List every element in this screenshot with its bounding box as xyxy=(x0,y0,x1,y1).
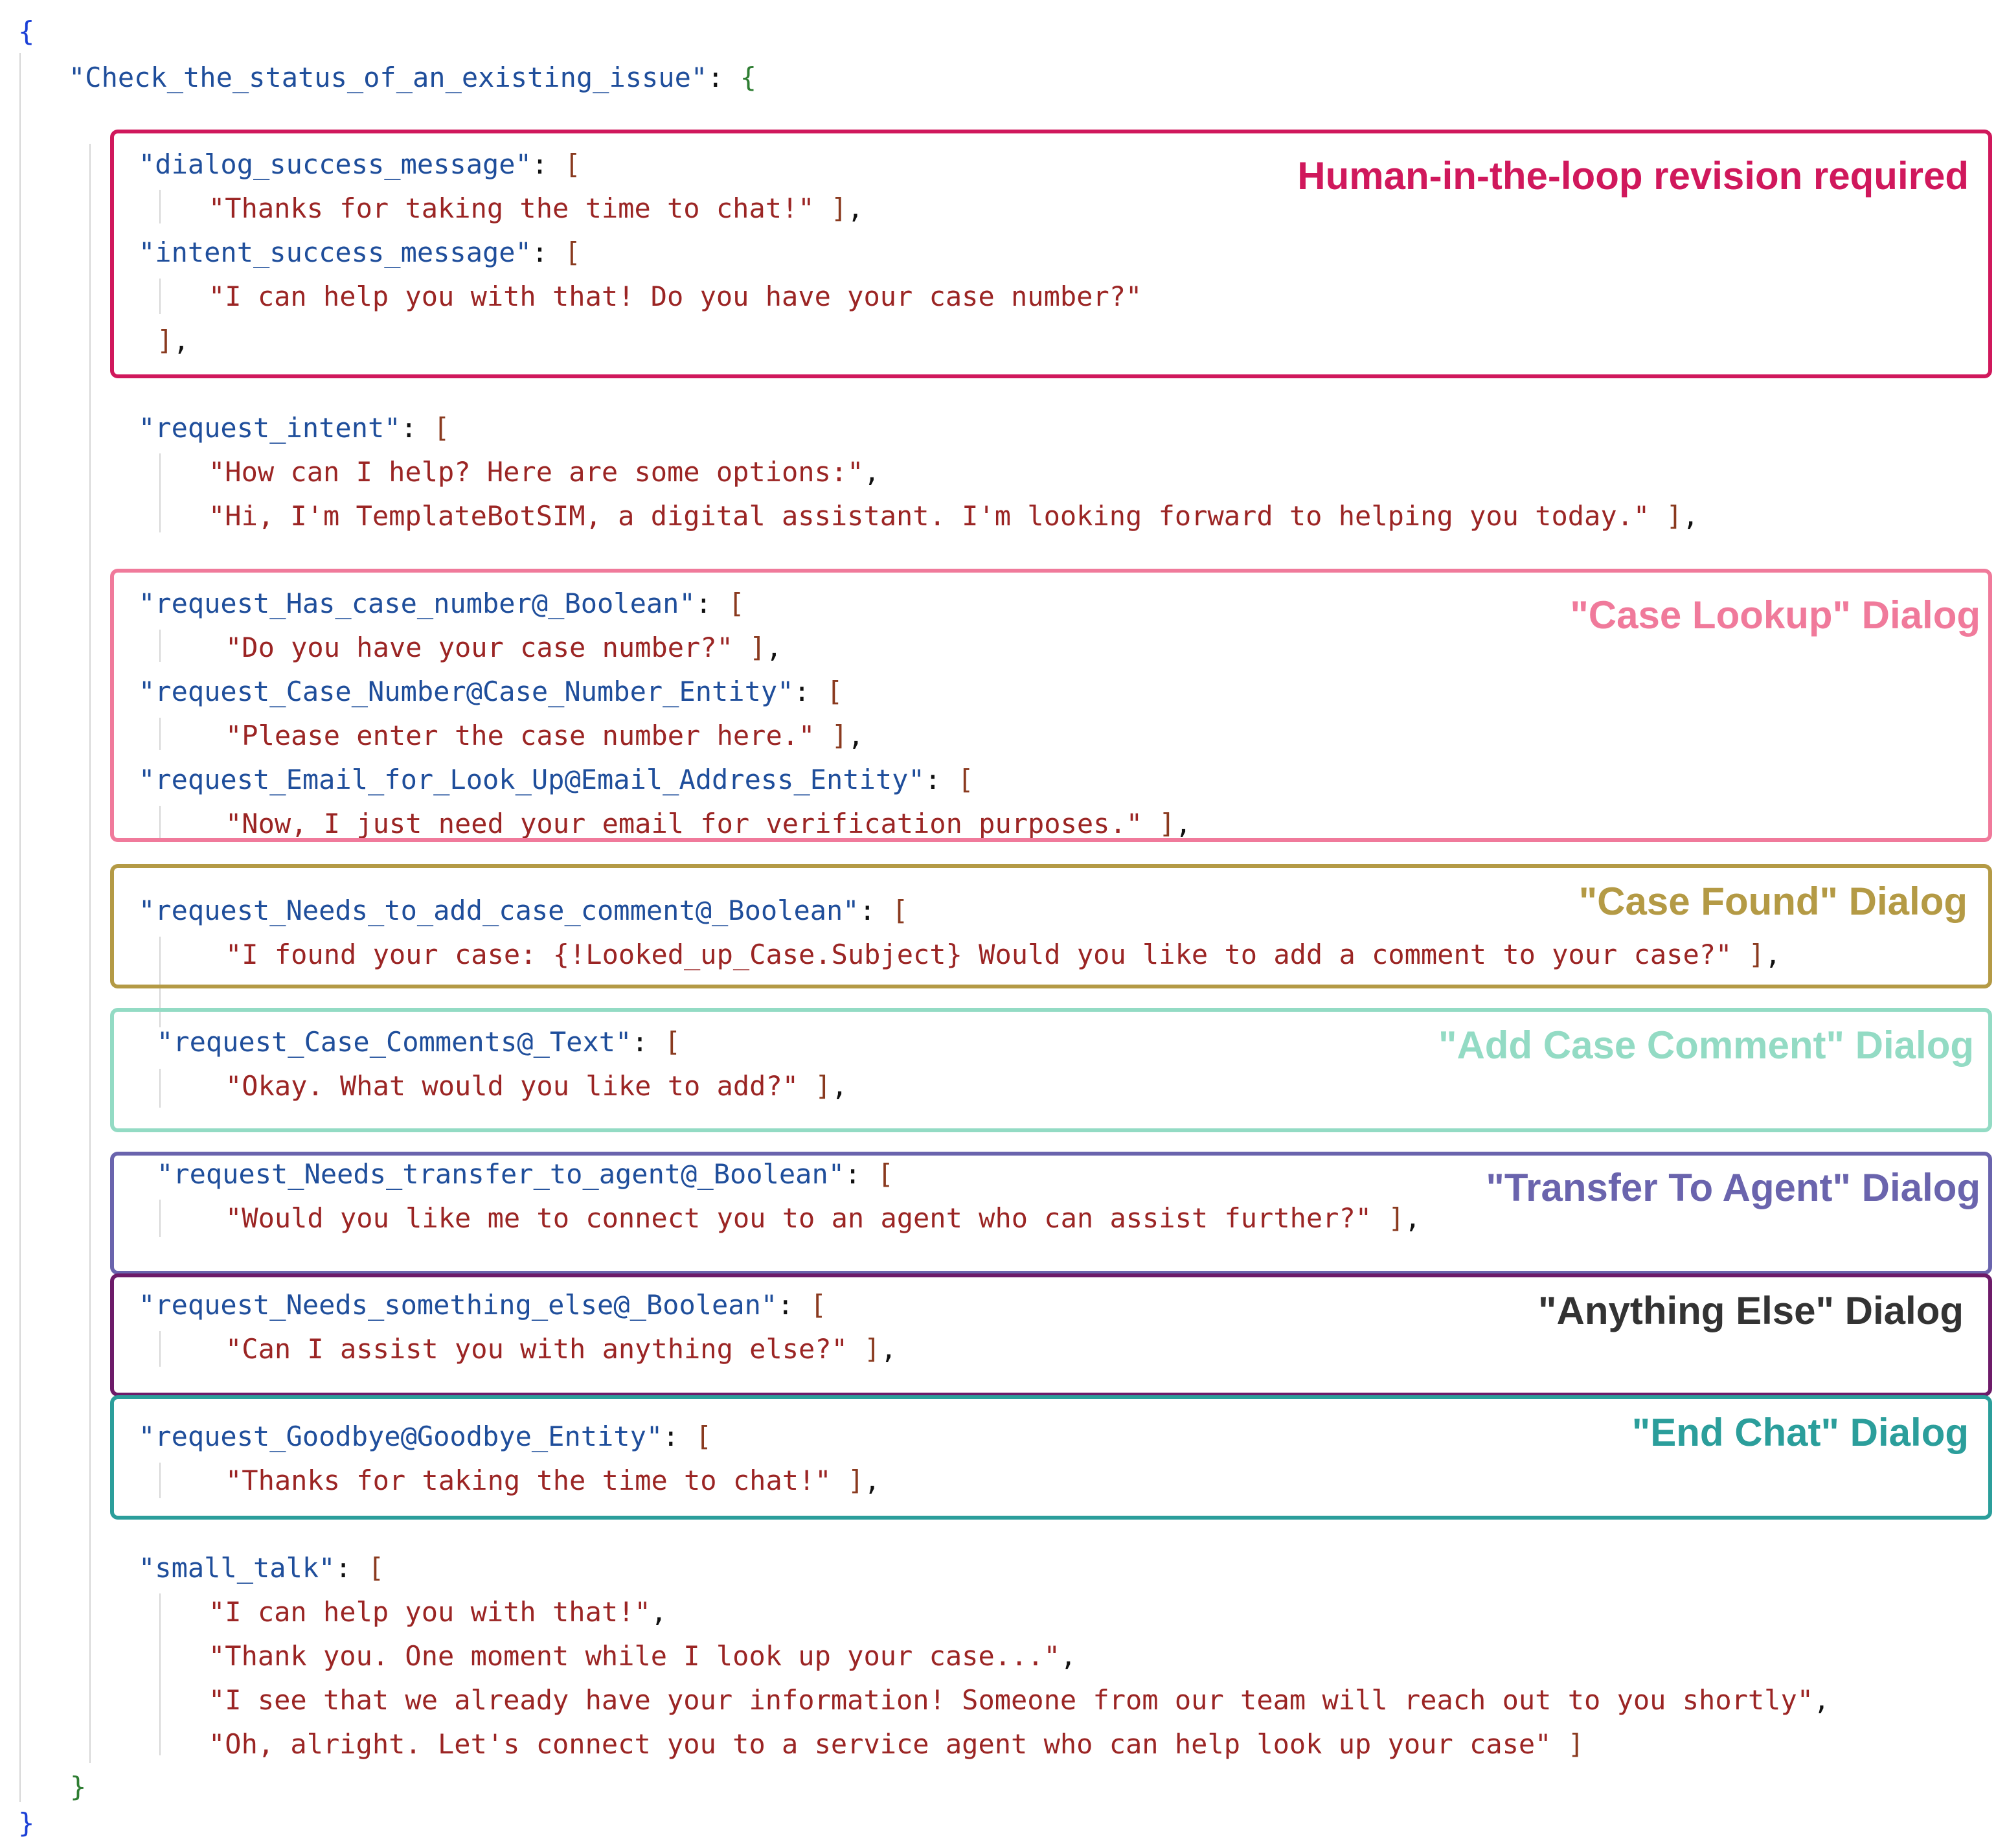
indent-guide-request-intent xyxy=(159,453,161,532)
goodbye-key: "request_Goodbye@Goodbye_Entity": [ xyxy=(139,1420,712,1452)
case-number-key: "request_Case_Number@Case_Number_Entity"… xyxy=(139,676,843,707)
open-brace: { xyxy=(18,16,35,47)
needs-transfer-key: "request_Needs_transfer_to_agent@_Boolea… xyxy=(157,1158,894,1190)
add-comment-box xyxy=(110,1008,1992,1132)
small-talk-value-1: "I can help you with that!", xyxy=(209,1596,668,1628)
needs-comment-value: "I found your case: {!Looked_up_Case.Sub… xyxy=(225,939,1782,970)
intent-success-message-value: "I can help you with that! Do you have y… xyxy=(209,280,1142,312)
add-comment-label: "Add Case Comment" Dialog xyxy=(1438,1023,1974,1067)
transfer-agent-label: "Transfer To Agent" Dialog xyxy=(1486,1166,1980,1209)
intent-success-message-key: "intent_success_message": [ xyxy=(139,236,581,268)
end-chat-label: "End Chat" Dialog xyxy=(1631,1411,1969,1454)
indent-guide-case-number xyxy=(159,718,161,750)
close-root-brace: } xyxy=(18,1807,35,1839)
indent-guide-needs-transfer xyxy=(159,1200,161,1237)
case-comments-key: "request_Case_Comments@_Text": [ xyxy=(157,1026,681,1058)
indent-guide-needs-comment xyxy=(159,937,161,1027)
small-talk-value-3: "I see that we already have your informa… xyxy=(209,1684,1830,1716)
small-talk-key: "small_talk": [ xyxy=(139,1552,385,1584)
intent-success-message-close: ], xyxy=(157,325,190,356)
indent-guide-small-talk xyxy=(159,1593,161,1755)
indent-guide-root xyxy=(19,53,21,1802)
indent-guide-intent-success xyxy=(159,279,161,314)
needs-else-key: "request_Needs_something_else@_Boolean":… xyxy=(139,1289,827,1321)
anything-else-box xyxy=(110,1273,1992,1397)
transfer-agent-box xyxy=(110,1152,1992,1275)
indent-guide-object xyxy=(89,144,91,1763)
request-intent-value-1: "How can I help? Here are some options:"… xyxy=(209,456,880,488)
human-loop-box xyxy=(110,130,1992,378)
indent-guide-has-case xyxy=(159,630,161,662)
end-chat-box xyxy=(110,1395,1992,1520)
email-lookup-key: "request_Email_for_Look_Up@Email_Address… xyxy=(139,764,974,795)
dialog-success-message-key: "dialog_success_message": [ xyxy=(139,148,581,180)
root-key: "Check_the_status_of_an_existing_issue" xyxy=(69,62,708,93)
request-intent-value-2: "Hi, I'm TemplateBotSIM, a digital assis… xyxy=(209,500,1699,532)
small-talk-value-2: "Thank you. One moment while I look up y… xyxy=(209,1640,1077,1672)
dialog-success-message-value: "Thanks for taking the time to chat!" ], xyxy=(209,192,864,224)
human-loop-label: Human-in-the-loop revision required xyxy=(1297,154,1969,198)
anything-else-label: "Anything Else" Dialog xyxy=(1538,1289,1964,1332)
root-key-line: "Check_the_status_of_an_existing_issue":… xyxy=(69,62,757,93)
indent-guide-needs-else xyxy=(159,1331,161,1367)
needs-else-value: "Can I assist you with anything else?" ]… xyxy=(225,1333,897,1365)
case-lookup-label: "Case Lookup" Dialog xyxy=(1570,593,1980,637)
case-comments-value: "Okay. What would you like to add?" ], xyxy=(225,1070,848,1102)
case-found-label: "Case Found" Dialog xyxy=(1578,880,1968,923)
small-talk-value-4: "Oh, alright. Let's connect you to a ser… xyxy=(209,1728,1585,1760)
case-number-value: "Please enter the case number here." ], xyxy=(225,720,865,751)
indent-guide-case-comments xyxy=(159,1069,161,1108)
close-brace: } xyxy=(70,1771,87,1803)
email-lookup-value: "Now, I just need your email for verific… xyxy=(225,808,1192,839)
indent-guide-goodbye xyxy=(159,1463,161,1498)
goodbye-value: "Thanks for taking the time to chat!" ], xyxy=(225,1465,881,1496)
has-case-number-value: "Do you have your case number?" ], xyxy=(225,632,782,663)
case-found-box xyxy=(110,864,1992,988)
request-intent-key: "request_intent": [ xyxy=(139,412,450,444)
has-case-number-key: "request_Has_case_number@_Boolean": [ xyxy=(139,587,745,619)
indent-guide-email xyxy=(159,806,161,838)
case-lookup-box xyxy=(110,569,1992,842)
needs-comment-key: "request_Needs_to_add_case_comment@_Bool… xyxy=(139,895,909,926)
needs-transfer-value: "Would you like me to connect you to an … xyxy=(225,1202,1421,1234)
indent-guide-dialog-success xyxy=(159,190,161,223)
